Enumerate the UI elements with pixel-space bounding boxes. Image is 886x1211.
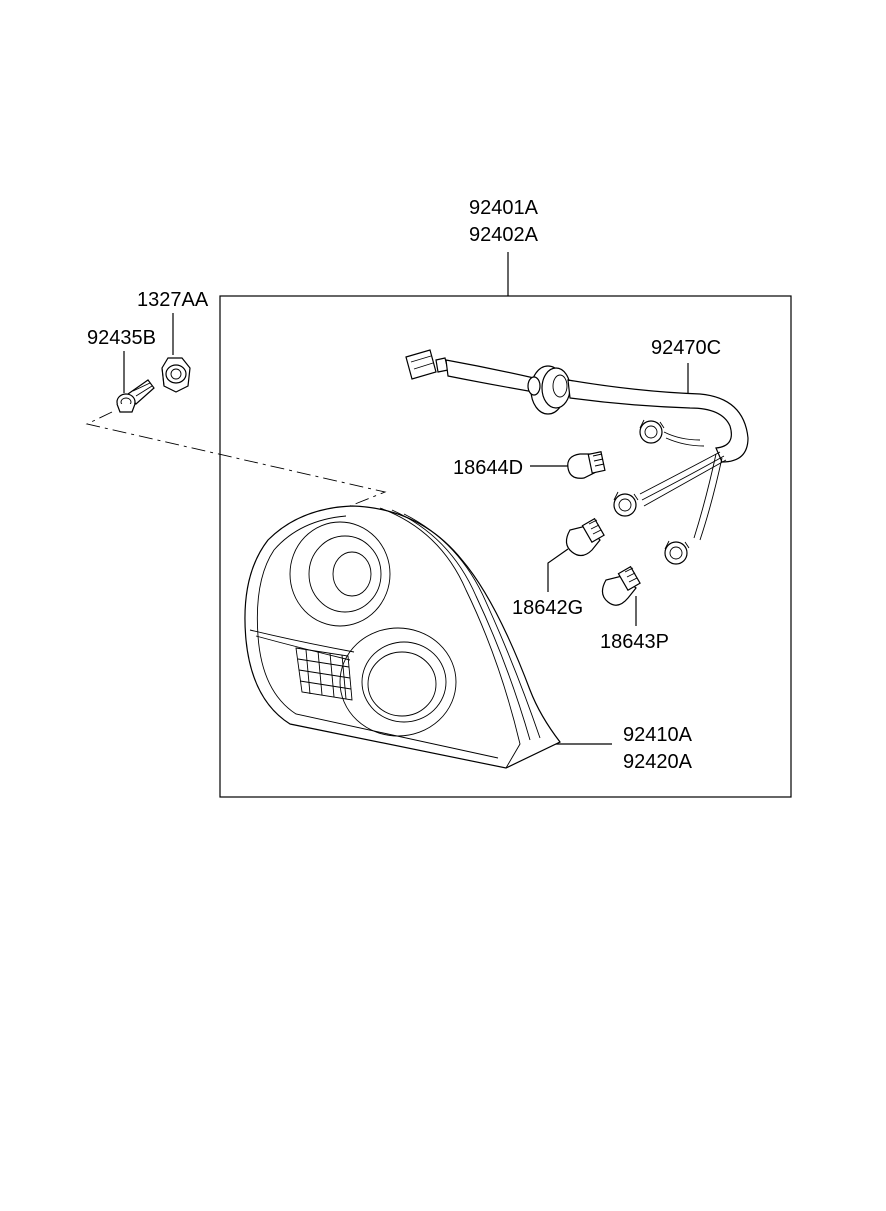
bulb-lower-icon	[601, 565, 641, 606]
label-lens-housing-2: 92420A	[623, 751, 693, 773]
label-assembly-1: 92401A	[469, 197, 539, 219]
label-wiring-harness: 92470C	[651, 337, 721, 359]
label-bulb-lower: 18643P	[600, 631, 669, 653]
label-bulb-upper: 18644D	[453, 457, 523, 479]
flange-nut-icon	[161, 357, 191, 393]
assembly-frame	[219, 295, 792, 798]
leader-bulb-middle	[547, 548, 569, 592]
bulb-middle-icon	[565, 517, 605, 557]
label-assembly-2: 92402A	[469, 224, 539, 246]
label-nut: 1327AA	[137, 289, 209, 311]
wiring-harness-icon	[405, 349, 749, 565]
label-bolt: 92435B	[87, 327, 156, 349]
label-bulb-middle: 18642G	[512, 597, 583, 619]
tail-lamp-housing-icon	[244, 505, 561, 769]
label-lens-housing-1: 92410A	[623, 724, 693, 746]
bulb-upper-icon	[567, 451, 606, 479]
installation-dashed-line	[85, 411, 387, 507]
bolt-icon	[116, 379, 155, 413]
